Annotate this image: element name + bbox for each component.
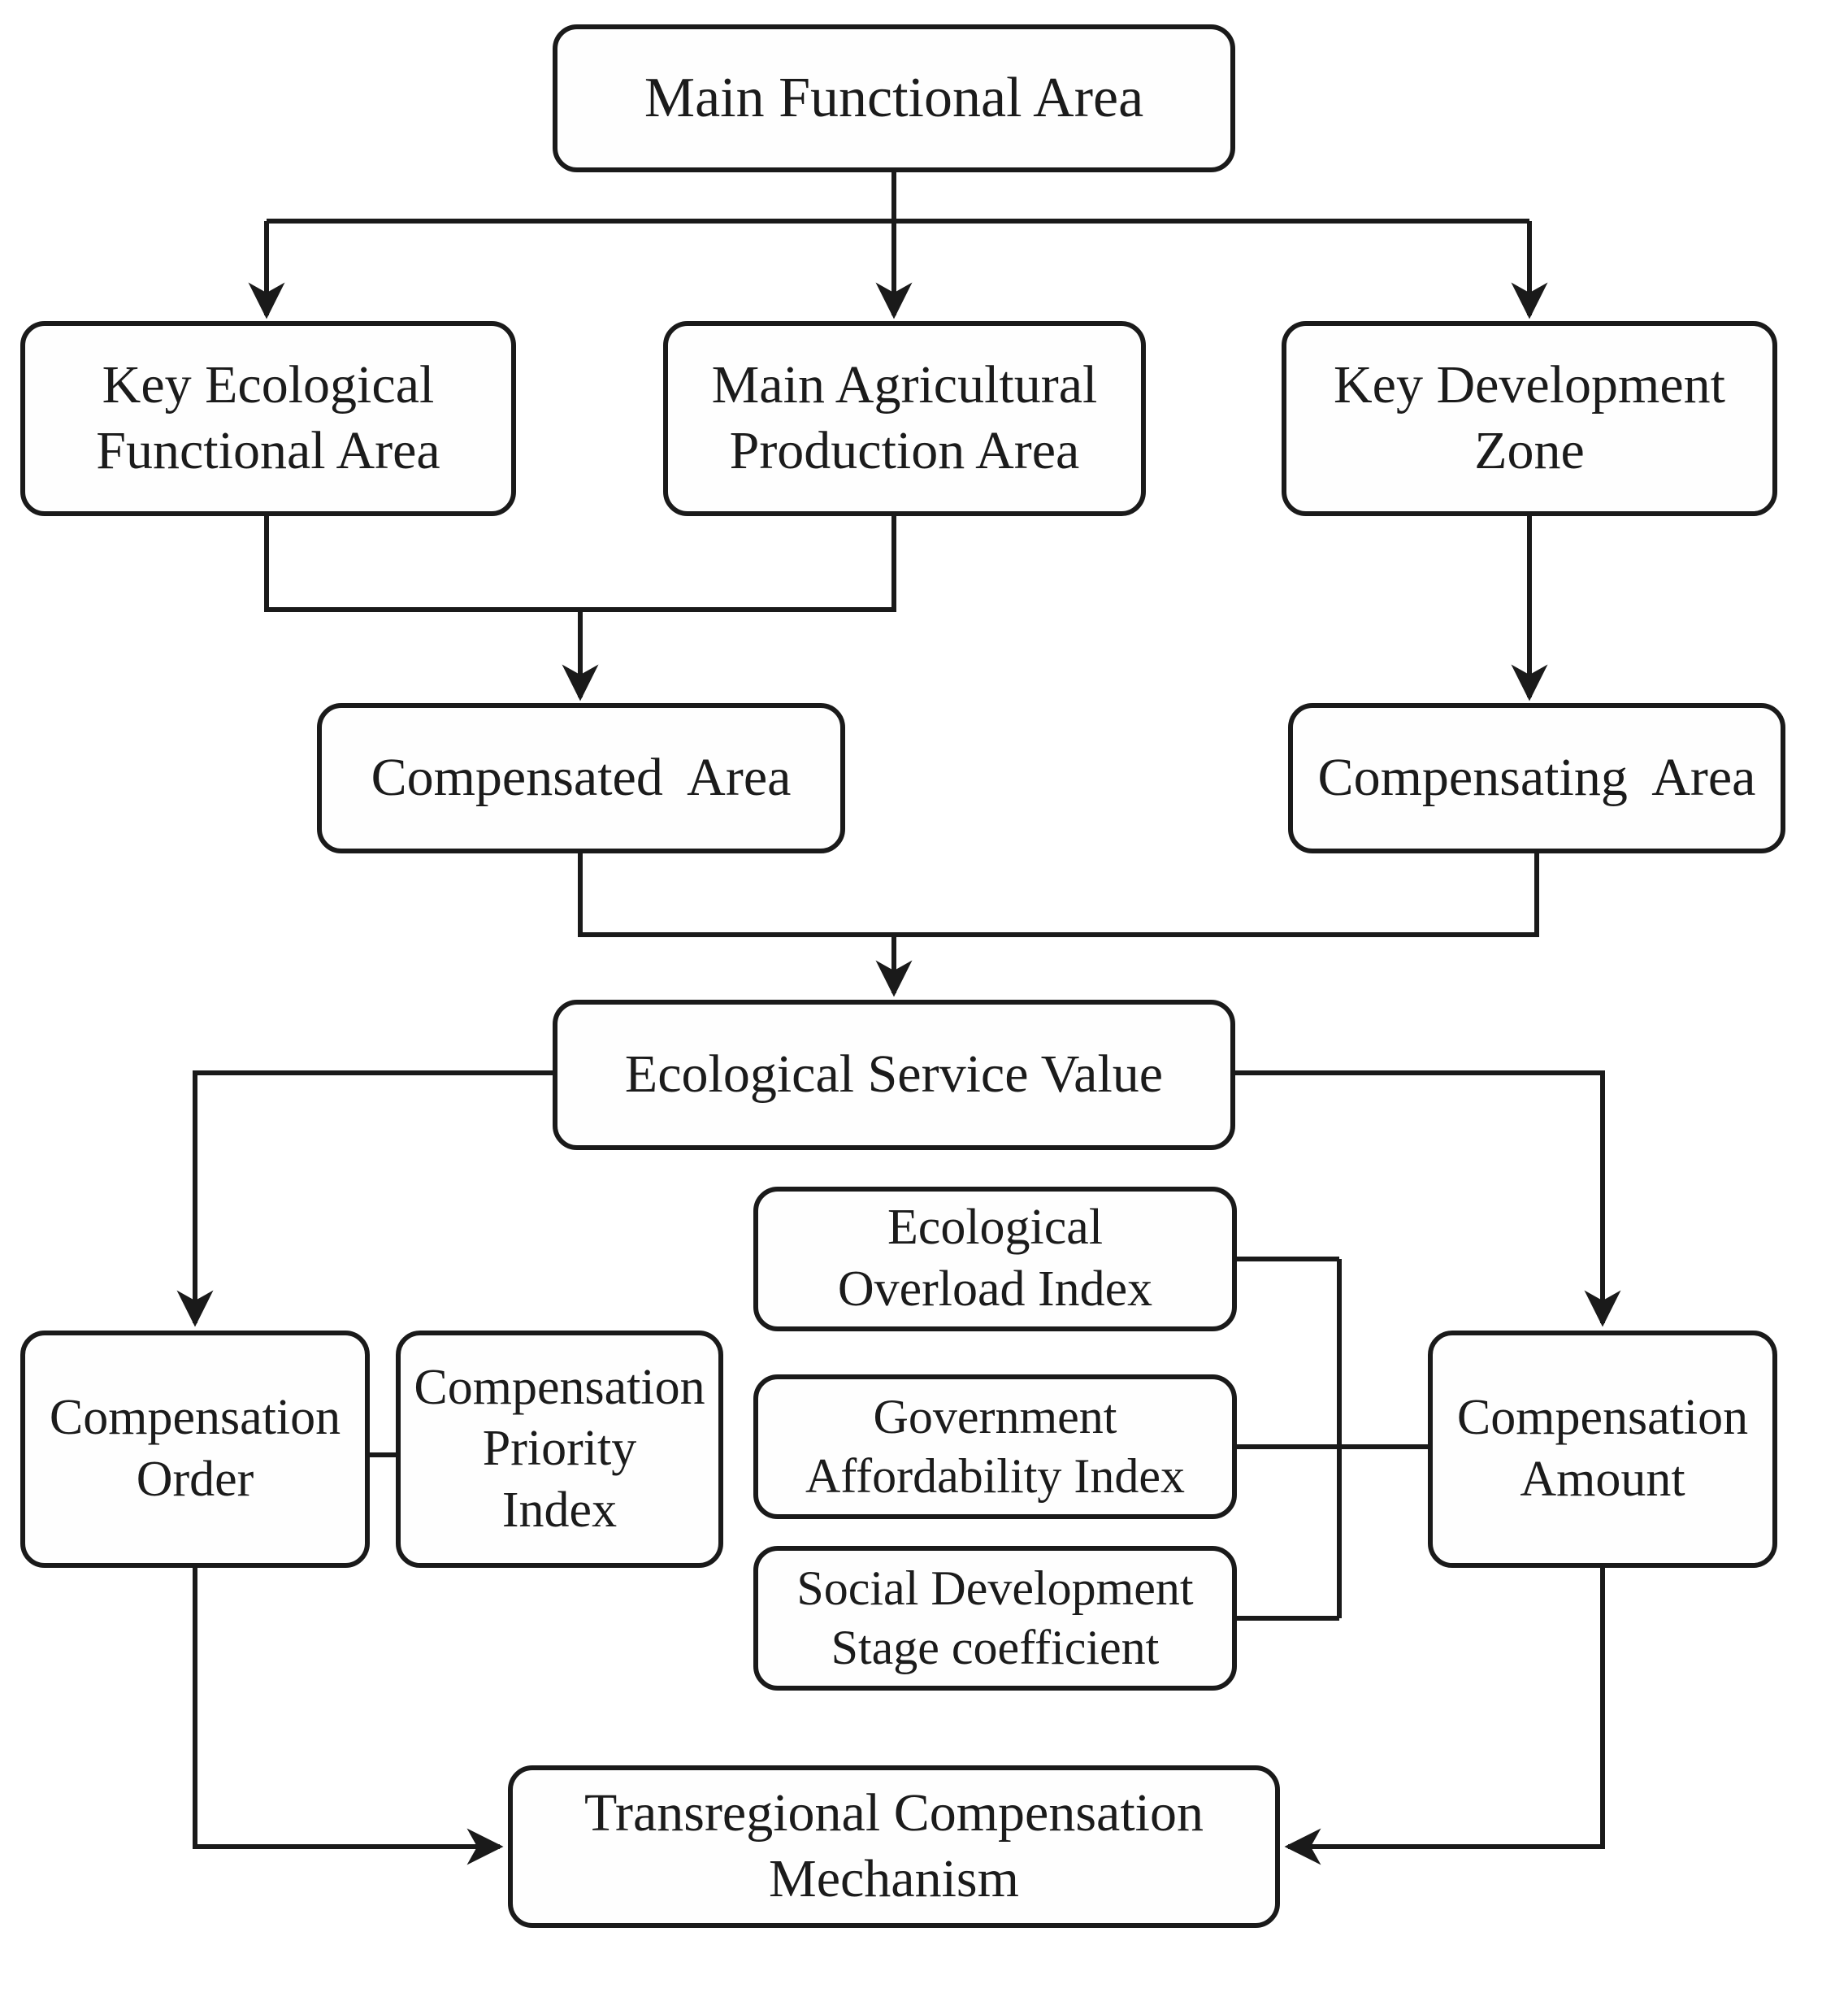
social-development-stage-coefficient-box: Social Development Stage coefficient: [753, 1546, 1237, 1691]
key-ecological-functional-area-box: Key Ecological Functional Area: [20, 321, 516, 516]
compensation-order-box: Compensation Order: [20, 1331, 370, 1568]
edge-esv-to-compensation-order: [176, 1070, 553, 1327]
edge-esv-to-compensation-amount: [1235, 1070, 1621, 1327]
main-functional-area-box: Main Functional Area: [553, 24, 1235, 172]
edge-merge-esv-legs: [578, 853, 1539, 937]
key-development-zone-box: Key Development Zone: [1282, 321, 1777, 516]
edge-order-to-transregional: [193, 1568, 504, 1865]
government-affordability-index-box: Government Affordability Index: [753, 1374, 1237, 1519]
compensation-amount-box: Compensation Amount: [1428, 1331, 1777, 1568]
ecological-service-value-box: Ecological Service Value: [553, 1000, 1235, 1150]
edge-merge-compensated-legs: [264, 516, 896, 612]
ecological-overload-index-box: Ecological Overload Index: [753, 1187, 1237, 1331]
transregional-compensation-mechanism-box: Transregional Compensation Mechanism: [508, 1765, 1280, 1928]
compensated-area-box: Compensated Area: [317, 703, 845, 853]
compensation-priority-index-box: Compensation Priority Index: [396, 1331, 723, 1568]
main-agricultural-production-area-box: Main Agricultural Production Area: [663, 321, 1146, 516]
edge-amount-to-transregional: [1284, 1568, 1605, 1865]
compensating-area-box: Compensating Area: [1288, 703, 1785, 853]
